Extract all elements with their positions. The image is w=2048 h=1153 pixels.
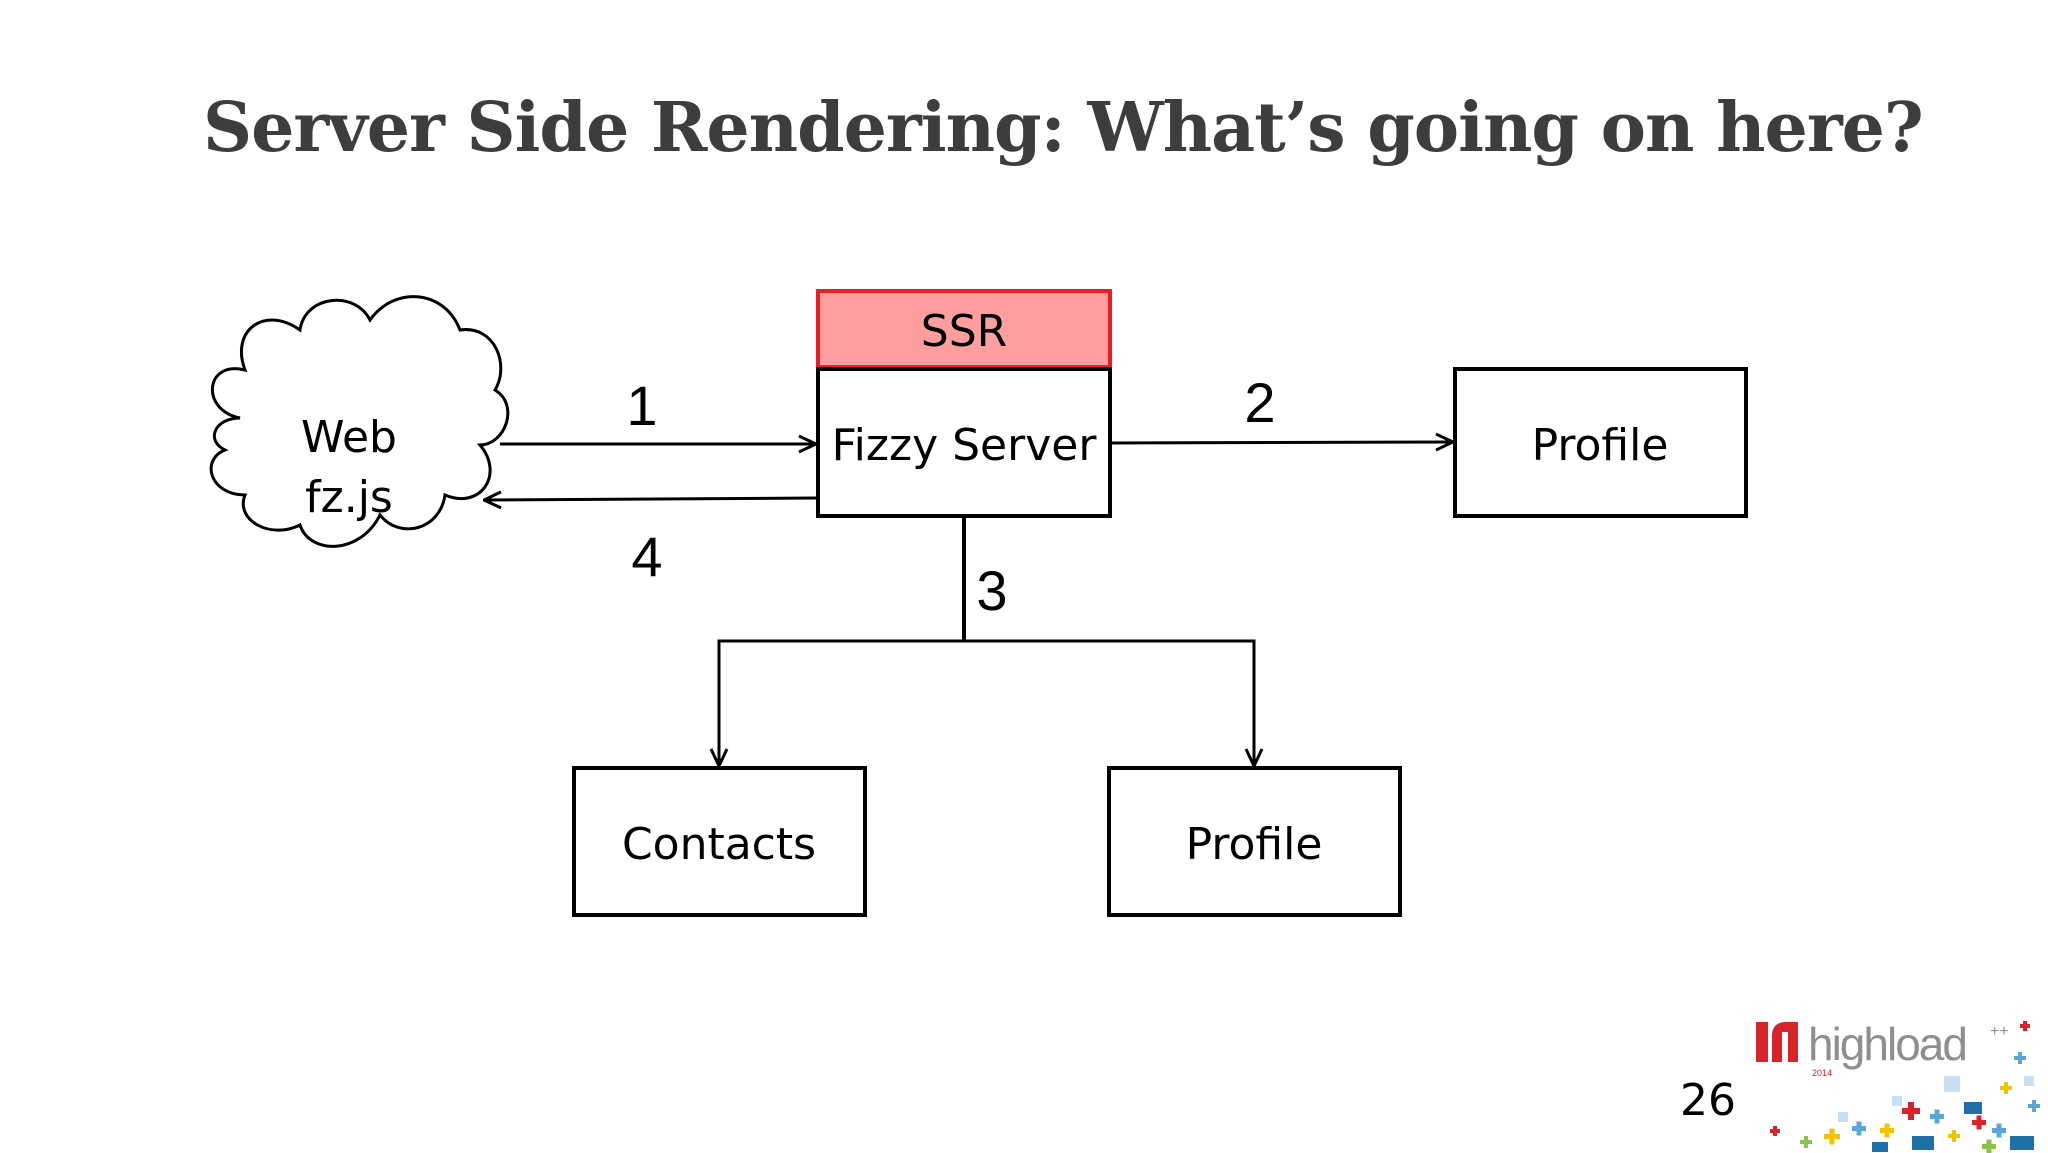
- web-client-cloud: Web fz.js: [209, 295, 510, 548]
- web-script-label: fz.js: [305, 472, 393, 523]
- step-1-label: 1: [626, 374, 657, 437]
- profile-box-right: Profile: [1453, 367, 1748, 518]
- contacts-label: Contacts: [622, 819, 816, 870]
- profile-box-bottom: Profile: [1107, 766, 1402, 917]
- arrow-server-to-web: [484, 498, 819, 500]
- arrow-server-to-profile-right: [1111, 442, 1453, 443]
- profile-box-bottom-shape: [1107, 766, 1402, 917]
- fizzy-server-label: Fizzy Server: [832, 420, 1098, 471]
- arrow-server-to-profile-bottom: [964, 639, 1254, 766]
- logo-superscript: ++: [1990, 1023, 2009, 1040]
- logo-year: 2014: [1812, 1068, 1832, 1078]
- plus-pattern-decoration: [1770, 1021, 2040, 1153]
- profile-box-right-shape: [1453, 367, 1748, 518]
- step-4-label: 4: [631, 525, 662, 588]
- logo-wordmark: highload: [1808, 1018, 1966, 1070]
- slide-title: Server Side Rendering: What’s going on h…: [203, 88, 1924, 168]
- fizzy-server-box-shape: [816, 367, 1112, 518]
- web-label: Web: [301, 412, 397, 463]
- fizzy-server-box: Fizzy Server: [816, 367, 1112, 518]
- ssr-box: SSR: [816, 289, 1112, 369]
- ssr-label: SSR: [921, 306, 1007, 357]
- contacts-box-shape: [572, 766, 867, 917]
- profile-right-label: Profile: [1532, 420, 1669, 471]
- highload-logo: highload ++ 2014: [1756, 1018, 2040, 1153]
- contacts-box: Contacts: [572, 766, 867, 917]
- arrow-server-to-contacts: [719, 639, 964, 766]
- page-number: 26: [1680, 1075, 1736, 1126]
- profile-bottom-label: Profile: [1186, 819, 1323, 870]
- step-3-label: 3: [976, 559, 1007, 622]
- step-2-label: 2: [1244, 371, 1275, 434]
- cloud-shape: [209, 295, 510, 548]
- logo-mark-icon: [1756, 1022, 1798, 1062]
